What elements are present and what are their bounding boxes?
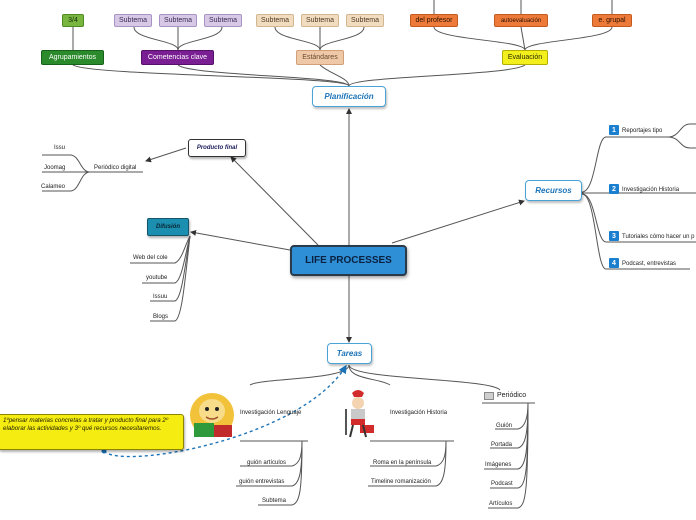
node-evaluacion[interactable]: Evaluación [502, 50, 548, 65]
subtopic-label: autoevaluación [500, 17, 542, 24]
node-competencias-clave[interactable]: Cometencias clave [141, 50, 214, 65]
node-label: Difusión [156, 224, 180, 230]
central-label: LIFE PROCESSES [305, 255, 392, 266]
subtopic-competencias-1[interactable]: Subtema [114, 14, 152, 27]
leaf-roma-peninsula[interactable]: Roma en la península [373, 460, 432, 466]
topic-recursos[interactable]: Recursos [525, 180, 582, 201]
leaf-podcast[interactable]: Podcast [491, 481, 513, 487]
document-icon [484, 392, 494, 400]
leaf-issuu[interactable]: Issuu [153, 294, 168, 300]
number-1-icon: 1 [609, 125, 619, 135]
leaf-portada[interactable]: Portada [491, 442, 513, 448]
node-label: Producto final [196, 145, 238, 151]
node-label: Cometencias clave [147, 54, 208, 61]
node-investigacion-lenguaje[interactable]: Investigación Lenguaje [240, 410, 302, 416]
leaf-web-del-cole[interactable]: Web del cole [133, 255, 168, 261]
leaf-joomag[interactable]: Joomag [44, 165, 66, 171]
subtopic-label: Subtema [305, 17, 335, 24]
subtopic-label: 3/4 [68, 17, 78, 24]
lion-reading-image [190, 393, 234, 437]
subtopic-estandares-2[interactable]: Subtema [301, 14, 339, 27]
topic-label: Tareas [336, 349, 363, 358]
node-difusion[interactable]: Difusión [147, 218, 189, 236]
note-text: 1ºpensar materias concretas a tratar y p… [3, 417, 169, 432]
node-agrupamientos[interactable]: Agrupamientos [41, 50, 104, 65]
subtopic-competencias-3[interactable]: Subtema [204, 14, 242, 27]
leaf-blogs[interactable]: Blogs [153, 314, 169, 320]
number-4-icon: 4 [609, 258, 619, 268]
node-investigacion-historia[interactable]: Investigación Historia [390, 410, 448, 416]
leaf-podcast-entrevistas[interactable]: Podcast, entrevistas [622, 261, 677, 267]
node-label: Agrupamientos [48, 54, 97, 61]
leaf-guion[interactable]: Guión [496, 423, 513, 429]
leaf-imagenes[interactable]: Imágenes [485, 462, 512, 468]
subtopic-autoevaluacion[interactable]: autoevaluación [494, 14, 548, 27]
leaf-investigacion-historia-recurso[interactable]: Investigación Historia [622, 187, 680, 193]
number-3-icon: 3 [609, 231, 619, 241]
node-label: Estándares [302, 54, 338, 61]
number-2-icon: 2 [609, 184, 619, 194]
subtopic-label: Subtema [118, 17, 148, 24]
leaf-guion-articulos[interactable]: guión artículos [247, 460, 287, 466]
subtopic-label: Subtema [350, 17, 380, 24]
node-periodico-digital[interactable]: Periódico digital [94, 165, 137, 171]
subtopic-competencias-2[interactable]: Subtema [159, 14, 197, 27]
subtopic-del-profesor[interactable]: del profesor [410, 14, 458, 27]
topic-planificacion[interactable]: Planificación [312, 86, 386, 107]
subtopic-estandares-3[interactable]: Subtema [346, 14, 384, 27]
topic-label: Planificación [324, 92, 374, 101]
subtopic-3-4[interactable]: 3/4 [62, 14, 84, 27]
leaf-youtube[interactable]: youtube [146, 275, 168, 281]
subtopic-label: e. grupal [598, 17, 626, 24]
note-callout[interactable]: 1ºpensar materias concretas a tratar y p… [0, 414, 184, 450]
subtopic-estandares-1[interactable]: Subtema [256, 14, 294, 27]
subtopic-e-grupal[interactable]: e. grupal [592, 14, 632, 27]
leaf-subtema[interactable]: Subtema [262, 498, 287, 504]
leaf-guion-entrevistas[interactable]: guión entrevistas [239, 479, 285, 485]
central-topic[interactable]: LIFE PROCESSES [290, 245, 407, 276]
topic-tareas[interactable]: Tareas [327, 343, 372, 364]
subtopic-label: Subtema [208, 17, 238, 24]
leaf-issu[interactable]: Issu [54, 145, 66, 151]
leaf-calameo[interactable]: Calameo [41, 184, 66, 190]
node-estandares[interactable]: Estándares [296, 50, 344, 65]
subtopic-label: Subtema [163, 17, 193, 24]
topic-label: Recursos [535, 186, 572, 195]
subtopic-label: Subtema [260, 17, 290, 24]
leaf-tutoriales[interactable]: Tutoriales cómo hacer un p [622, 234, 695, 240]
leaf-articulos[interactable]: Artículos [489, 501, 513, 507]
leaf-reportajes-tipo[interactable]: Reportajes tipo [622, 128, 663, 134]
roman-soldier-image [345, 390, 374, 438]
leaf-timeline-romanizacion[interactable]: Timeline romanización [371, 479, 431, 485]
subtopic-label: del profesor [415, 17, 453, 24]
node-periodico[interactable]: Periódico [497, 392, 527, 399]
node-producto-final[interactable]: Producto final [188, 139, 246, 157]
node-label: Evaluación [507, 54, 543, 61]
